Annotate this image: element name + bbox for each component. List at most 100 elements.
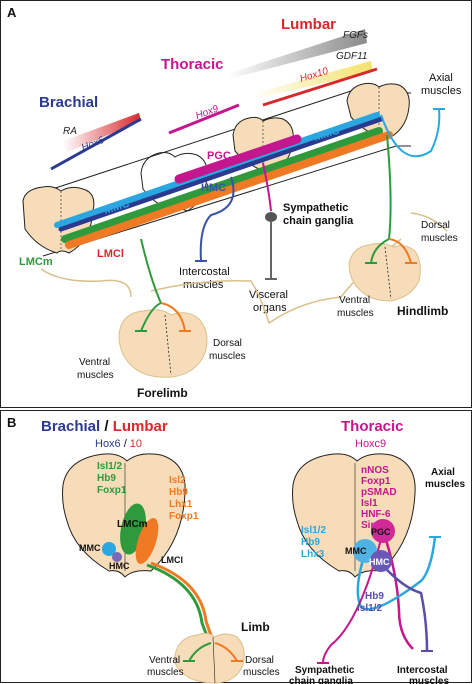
left-lmcm-label: LMCm (117, 519, 148, 530)
gdf11-gradient (251, 61, 373, 99)
right-pgc-axon (381, 530, 414, 650)
right-pgc-marker-2: Foxp1 (361, 476, 391, 487)
limb-dorsal-label-1: Dorsal (245, 655, 274, 666)
visceral-label-1: Visceral (249, 289, 288, 301)
right-pgc-label: PGC (371, 527, 391, 537)
limb-dorsal-label-2: muscles (243, 667, 280, 678)
left-hmc-pool (112, 552, 122, 562)
forelimb-section (118, 309, 208, 378)
title-brachial: Brachial (41, 418, 100, 435)
left-lmcl-marker-2: Hb9 (169, 487, 188, 498)
right-symp-label-2: chain ganglia (289, 676, 353, 684)
intercostal-label-1: Intercostal (179, 266, 230, 278)
right-hmc-axon (378, 560, 429, 652)
pgc-axon (262, 162, 272, 212)
hind-dorsal-label-1: Dorsal (421, 220, 450, 231)
hmc-axon (199, 176, 235, 262)
fore-ventral-label-1: Ventral (79, 357, 110, 368)
panel-b-left-title: Brachial / Lumbar (41, 418, 168, 435)
hind-ventral-axon (370, 134, 392, 264)
region-thoracic: Thoracic (161, 56, 224, 73)
limb-label: Limb (241, 620, 270, 634)
title-thoracic: Thoracic (341, 418, 404, 435)
limb-ventral-axon (188, 642, 212, 662)
title-lumbar: Lumbar (113, 418, 168, 435)
right-pgc-marker-4: Isl1 (361, 498, 378, 509)
panel-a-letter: A (7, 5, 17, 20)
fore-dorsal-axon (160, 302, 186, 332)
fgfs-gradient (227, 29, 367, 79)
region-lumbar: Lumbar (281, 16, 336, 33)
region-brachial: Brachial (39, 94, 98, 111)
panel-b: B Brachial / Lumbar Hox6/10 Thoracic Hox… (0, 410, 472, 684)
hmc-label: HMC (201, 182, 226, 194)
hox6-bar (50, 117, 142, 171)
left-mmc-pool (102, 542, 116, 556)
right-mmc-axon (356, 536, 437, 611)
lmcm-label: LMCm (19, 256, 53, 268)
hind-dorsal-axon (388, 238, 412, 264)
hindlimb-section (348, 242, 421, 302)
right-intercostal-label-2: muscles (409, 676, 449, 684)
left-lmcm-marker-2: Hb9 (97, 473, 116, 484)
right-mmc-label: MMC (345, 546, 367, 556)
right-hmc-pool (370, 550, 392, 572)
panel-a-diagram: A Brachial Thoracic Lumbar RA Hox6 Hox9 … (7, 5, 462, 400)
hmc-column (58, 116, 384, 232)
mmc-label-right: MMC (312, 125, 341, 144)
ra-label: RA (63, 126, 77, 137)
panel-b-left-subtitle: Hox6/10 (95, 438, 142, 450)
right-mmc-marker-3: Lhx3 (301, 549, 325, 560)
sub-hoxc9: Hoxc9 (355, 438, 386, 450)
fgfs-label: FGFs (343, 30, 368, 41)
left-lmcl-pool (135, 518, 159, 564)
hind-ventral-label-2: muscles (337, 308, 374, 319)
right-pgc-pool (371, 519, 395, 543)
fore-ventral-label-2: muscles (77, 370, 114, 381)
right-mmc-marker-2: Hb9 (301, 537, 320, 548)
axial-axon (380, 108, 441, 158)
sympathetic-label-2: chain ganglia (283, 215, 354, 227)
left-lmcl-marker-4: Foxp1 (169, 511, 199, 522)
axial-label-2: muscles (421, 85, 462, 97)
left-lmcm-marker-3: Foxp1 (97, 485, 127, 496)
lmcl-column (65, 131, 393, 249)
right-pgc-marker-1: nNOS (361, 465, 389, 476)
axial-label-1: Axial (429, 72, 453, 84)
pgc-column (174, 134, 302, 184)
fore-dorsal-label-1: Dorsal (213, 338, 242, 349)
right-pgc-marker-3: pSMAD (361, 487, 397, 498)
right-mmc-marker-1: Isl1/2 (301, 525, 326, 536)
right-hmc-label: HMC (369, 557, 390, 567)
ganglion-icon (265, 212, 277, 222)
hindlimb-midline (384, 246, 392, 300)
sub-slash: / (124, 438, 128, 450)
left-lmcl-marker-3: Lhx1 (169, 499, 193, 510)
panel-a: A Brachial Thoracic Lumbar RA Hox6 Hox9 … (0, 0, 472, 408)
hind-dorsal-label-2: muscles (421, 233, 458, 244)
right-pgc-marker-5: HNF-6 (361, 509, 391, 520)
hindlimb-label: Hindlimb (397, 304, 448, 318)
right-pgc-marker-6: Sip1 (361, 520, 383, 531)
pgc-label: PGC (207, 150, 231, 162)
right-axial-label-2: muscles (425, 479, 465, 490)
fore-ventral-axon (140, 238, 163, 332)
right-intercostal-label-1: Intercostal (397, 665, 448, 676)
limb-section (174, 632, 245, 684)
sub-10: 10 (130, 438, 142, 450)
hind-ventral-label-1: Ventral (339, 295, 370, 306)
left-lmcl-marker-1: Isl2 (169, 475, 186, 486)
panel-b-letter: B (7, 415, 16, 430)
limb-midline (212, 636, 216, 684)
left-lmcm-marker-1: Isl1/2 (97, 461, 122, 472)
right-symp-axon (322, 530, 384, 664)
right-hmc-marker-2: Isl1/2 (357, 603, 382, 614)
lmcl-label: LMCl (97, 248, 124, 260)
visceral-label-2: organs (253, 302, 287, 314)
limb-ventral-label-2: muscles (147, 667, 184, 678)
fore-dorsal-label-2: muscles (209, 351, 246, 362)
left-lmcl-label: LMCl (161, 555, 183, 565)
right-hmc-marker-1: Hb9 (365, 591, 384, 602)
gdf11-label: GDF11 (336, 51, 368, 62)
hox10-bar (262, 67, 378, 107)
